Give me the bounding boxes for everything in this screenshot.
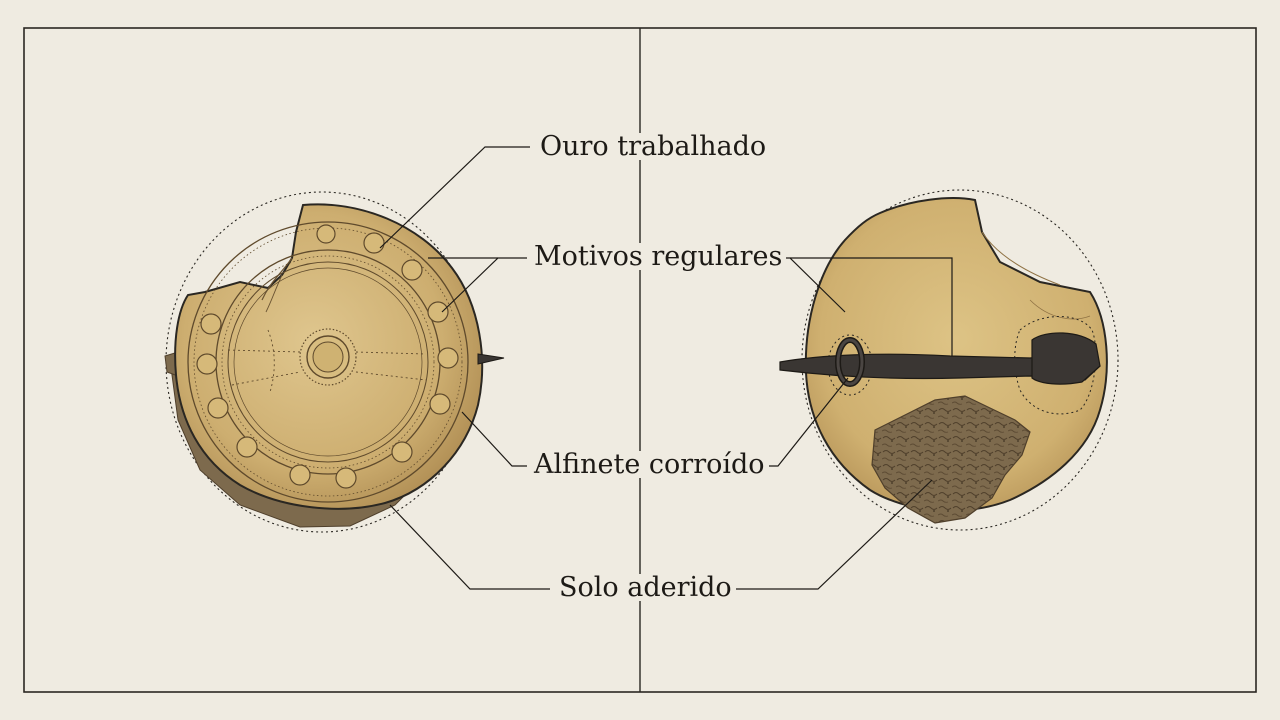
label-adhered-soil: Solo aderido: [555, 574, 736, 601]
label-corroded-pin: Alfinete corroído: [530, 451, 769, 478]
leader-pin-left: [461, 411, 527, 467]
label-regular-motifs: Motivos regulares: [530, 243, 787, 270]
front-pin-tip: [477, 353, 505, 365]
leader-gold: [379, 146, 530, 249]
label-worked-gold: Ouro trabalhado: [536, 133, 771, 160]
back-adhered-soil: [871, 395, 1031, 524]
brooch-front: [164, 191, 505, 533]
front-regular-motifs: [196, 224, 459, 489]
leader-soil-left: [389, 504, 550, 590]
back-corroded-pin: [779, 332, 1101, 387]
leader-motifs-right-b: [790, 257, 953, 356]
brooch-back: [779, 189, 1119, 531]
leader-soil-right: [736, 479, 933, 590]
